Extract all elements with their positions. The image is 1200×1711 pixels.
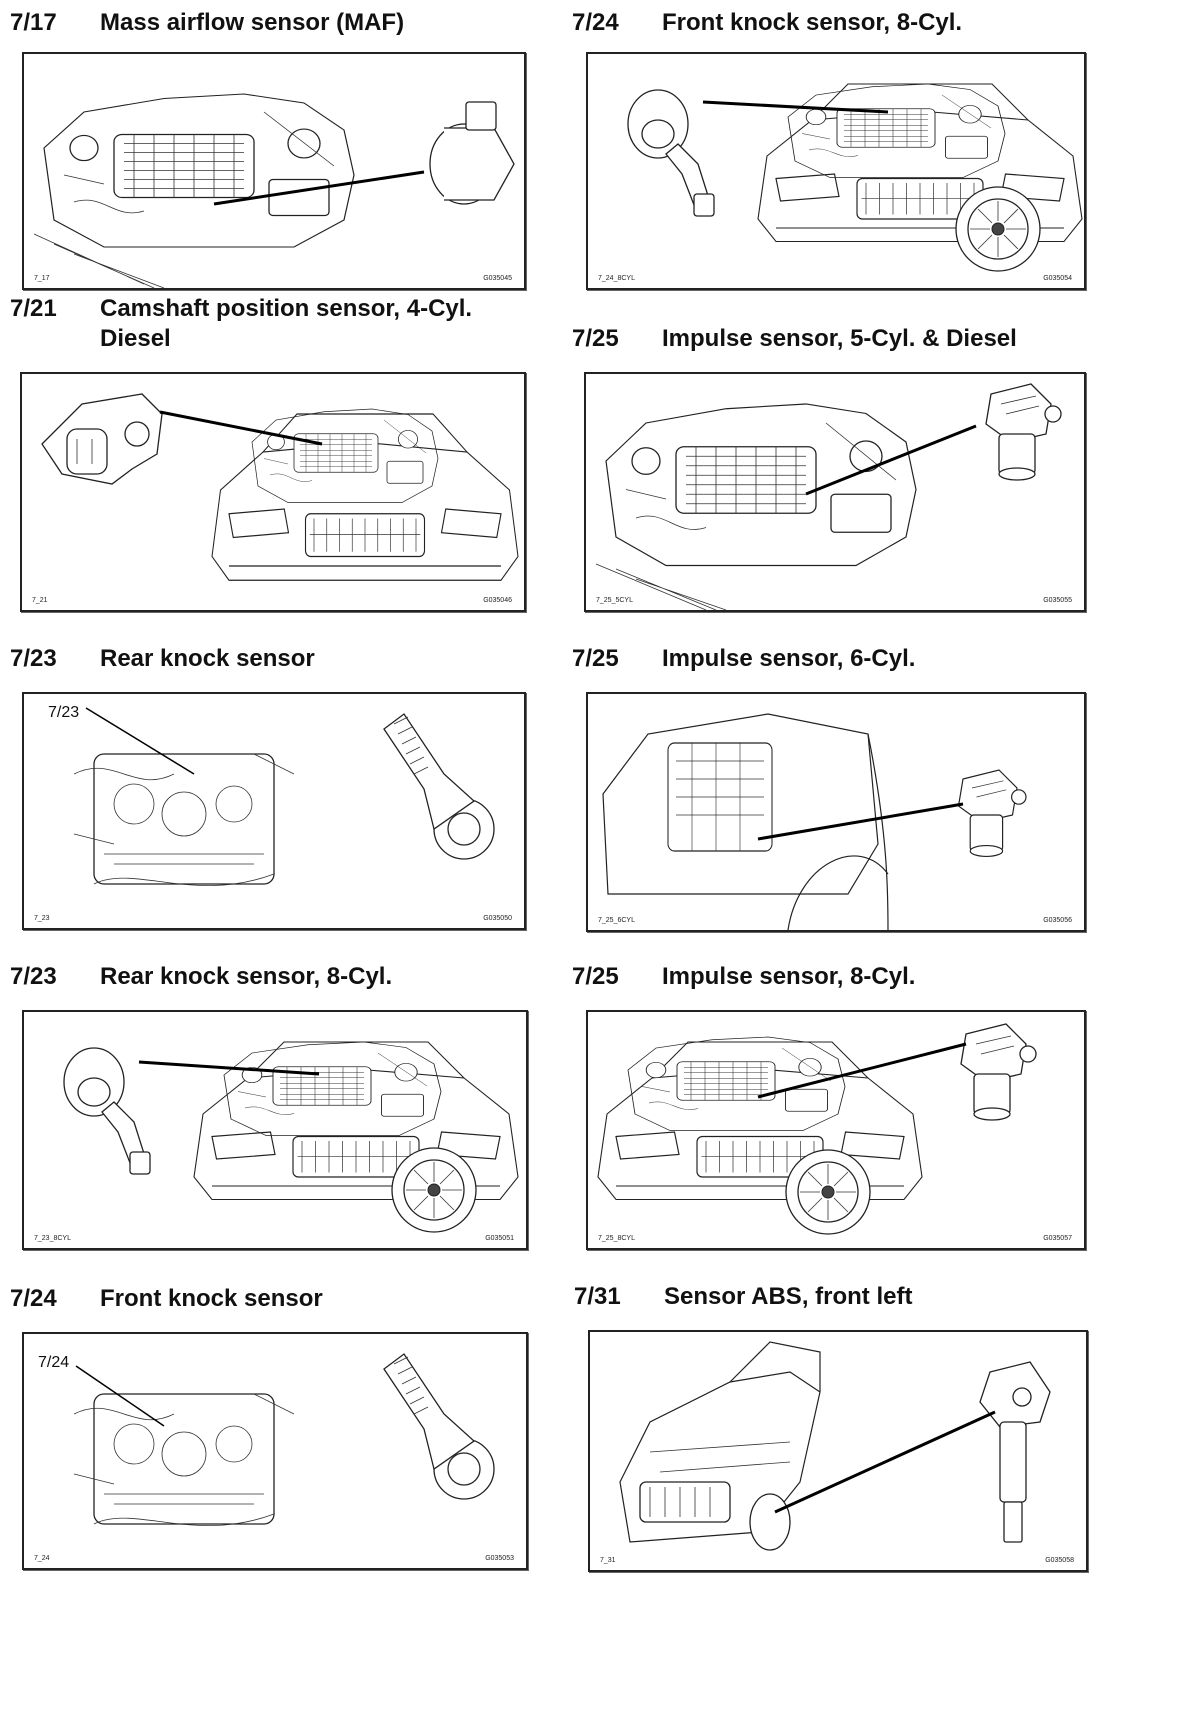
figure-code: G035053 <box>485 1555 514 1562</box>
entry-number: 7/31 <box>574 1283 621 1310</box>
illustration-panel: 7_21 G035046 <box>20 372 526 612</box>
illustration-panel: 7_25_6CYL G035056 <box>586 692 1086 932</box>
figure-code: G035050 <box>483 915 512 922</box>
figure-code: G035056 <box>1043 917 1072 924</box>
illustration-panel: 7_24_8CYL G035054 <box>586 52 1086 290</box>
entry-title: Mass airflow sensor (MAF) <box>100 9 405 36</box>
figure-code: 7_21 <box>32 597 48 604</box>
figure-code: 7_17 <box>34 275 50 282</box>
callout-label: 7/24 <box>38 1354 70 1371</box>
entry-number: 7/17 <box>10 9 57 36</box>
illustration-panel: 7_17 G035045 <box>22 52 526 290</box>
entry-title: Impulse sensor, 5-Cyl. & Diesel <box>662 325 1017 352</box>
entry-title: Rear knock sensor, 8-Cyl. <box>100 963 393 990</box>
figure-code: G035054 <box>1043 275 1072 282</box>
entry-title: Impulse sensor, 8-Cyl. <box>662 963 916 990</box>
entry-number: 7/25 <box>572 963 619 990</box>
engine-illustration <box>595 383 1062 610</box>
figure-code: G035057 <box>1043 1235 1072 1242</box>
car-illustration <box>619 1341 1051 1551</box>
car-illustration <box>627 83 1083 272</box>
figure-code: 7_25_6CYL <box>598 917 635 924</box>
entry-title: Impulse sensor, 6-Cyl. <box>662 645 916 672</box>
entry-title: Front knock sensor <box>100 1285 323 1312</box>
illustration-panel: 7_25_5CYL G035055 <box>584 372 1086 612</box>
figure-code: G035046 <box>483 597 512 604</box>
engine-illustration <box>33 93 515 288</box>
entry-title: Front knock sensor, 8-Cyl. <box>662 9 963 36</box>
engine-block-illustration <box>73 1353 495 1526</box>
figure-code: 7_31 <box>600 1557 616 1564</box>
figure-code: 7_24_8CYL <box>598 275 635 282</box>
entry-number: 7/23 <box>10 963 57 990</box>
illustration-panel: 7_31 G035058 <box>588 1330 1088 1572</box>
illustration-panel: 7_25_8CYL G035057 <box>586 1010 1086 1250</box>
car-illustration <box>41 393 519 581</box>
figure-code: 7_23 <box>34 915 50 922</box>
entry-title: Sensor ABS, front left <box>664 1283 913 1310</box>
entry-number: 7/21 <box>10 295 57 322</box>
callout-label: 7/23 <box>48 704 80 721</box>
car-illustration <box>63 1041 519 1233</box>
engine-block-illustration <box>73 707 495 886</box>
entry-number: 7/25 <box>572 325 619 352</box>
figure-code: 7_25_8CYL <box>598 1235 635 1242</box>
entry-title: Camshaft position sensor, 4-Cyl. <box>100 295 473 322</box>
entry-number: 7/24 <box>572 9 619 36</box>
entry-number: 7/24 <box>10 1285 57 1312</box>
illustration-panel: 7/24 7_24 G035053 <box>22 1332 528 1570</box>
figure-code: G035051 <box>485 1235 514 1242</box>
entry-number: 7/25 <box>572 645 619 672</box>
figure-code: G035055 <box>1043 597 1072 604</box>
figure-code: 7_23_8CYL <box>34 1235 71 1242</box>
entry-title: Rear knock sensor <box>100 645 315 672</box>
figure-code: 7_24 <box>34 1555 50 1562</box>
illustration-panel: 7/23 7_23 G035050 <box>22 692 526 930</box>
figure-code: G035045 <box>483 275 512 282</box>
car-illustration <box>597 1023 1037 1235</box>
figure-code: 7_25_5CYL <box>596 597 633 604</box>
entry-number: 7/23 <box>10 645 57 672</box>
illustration-panel: 7_23_8CYL G035051 <box>22 1010 528 1250</box>
entry-title-line2: Diesel <box>100 325 171 352</box>
car-illustration <box>602 713 1027 930</box>
figure-code: G035058 <box>1045 1557 1074 1564</box>
